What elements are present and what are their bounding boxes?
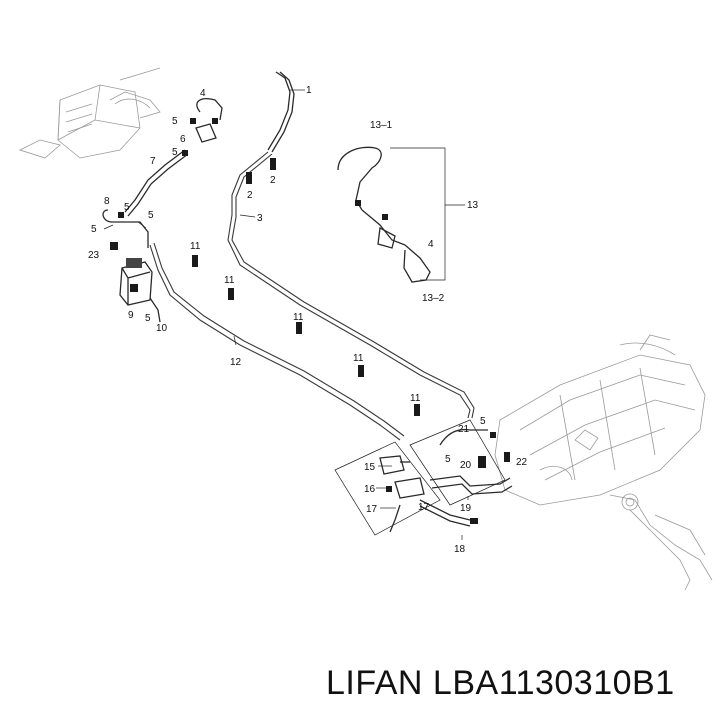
callout-23: 23 bbox=[88, 250, 100, 261]
callout-17b: 17 bbox=[418, 502, 430, 513]
callout-5a: 5 bbox=[172, 116, 178, 127]
callout-1: 1 bbox=[306, 85, 312, 96]
fuel-pipe-12 bbox=[149, 244, 401, 441]
callout-20: 20 bbox=[460, 460, 472, 471]
callout-18: 18 bbox=[454, 544, 466, 555]
callout-17a: 17 bbox=[366, 504, 378, 515]
callout-5c: 5 bbox=[124, 202, 130, 213]
hose-8 bbox=[102, 209, 149, 248]
callout-8: 8 bbox=[104, 196, 110, 207]
callout-16: 16 bbox=[364, 484, 376, 495]
part-number-caption: LIFAN LBA1130310B1 bbox=[326, 664, 675, 702]
callout-13-2: 13–2 bbox=[422, 293, 445, 304]
callout-11c: 11 bbox=[293, 312, 304, 323]
callout-5g: 5 bbox=[480, 416, 486, 427]
clip-11e bbox=[414, 404, 420, 416]
clip-11c bbox=[296, 322, 302, 334]
callout-2b: 2 bbox=[270, 175, 276, 186]
callout-11b: 11 bbox=[224, 275, 235, 286]
clip-11a bbox=[192, 255, 198, 267]
callout-13-1: 13–1 bbox=[370, 120, 393, 131]
clip-11b bbox=[228, 288, 234, 300]
fuel-tank bbox=[494, 334, 713, 591]
fuel-lines-lower bbox=[409, 419, 513, 527]
callout-5e: 5 bbox=[91, 224, 97, 235]
callout-19: 19 bbox=[460, 503, 472, 514]
callout-4a: 4 bbox=[200, 88, 206, 99]
air-filter-assembly bbox=[18, 67, 161, 159]
clip-2b bbox=[270, 158, 276, 170]
clip-2a bbox=[246, 172, 252, 184]
callout-5d: 5 bbox=[148, 210, 154, 221]
fuel-hose-1 bbox=[267, 71, 291, 151]
leader-lines bbox=[103, 89, 469, 540]
hose-4 bbox=[196, 98, 223, 121]
callout-5b: 5 bbox=[172, 147, 178, 158]
fuel-pipe-3 bbox=[227, 151, 471, 419]
callout-7: 7 bbox=[150, 156, 156, 167]
accelerator-cable-13 bbox=[337, 146, 465, 283]
hose-7 bbox=[124, 149, 186, 213]
clip-11d bbox=[358, 365, 364, 377]
callout-12: 12 bbox=[230, 357, 242, 368]
callout-4b: 4 bbox=[428, 239, 434, 250]
callout-5f: 5 bbox=[145, 313, 151, 324]
callout-2a: 2 bbox=[247, 190, 253, 201]
callout-11a: 11 bbox=[190, 241, 201, 252]
callout-9: 9 bbox=[128, 310, 134, 321]
callout-labels: 1 2 2 3 4 4 5 5 5 5 5 5 5 5 6 7 8 9 10 1… bbox=[88, 85, 528, 555]
fuel-filter-box bbox=[334, 441, 441, 536]
callout-11d: 11 bbox=[353, 353, 364, 364]
callout-21: 21 bbox=[458, 424, 470, 435]
callout-3: 3 bbox=[257, 213, 263, 224]
callout-10: 10 bbox=[156, 323, 168, 334]
callout-22: 22 bbox=[516, 457, 528, 468]
callout-13: 13 bbox=[467, 200, 479, 211]
callout-5h: 5 bbox=[445, 454, 451, 465]
callout-11e: 11 bbox=[410, 393, 421, 404]
evap-canister-9 bbox=[119, 258, 161, 323]
callout-15: 15 bbox=[364, 462, 376, 473]
callout-6: 6 bbox=[180, 134, 186, 145]
